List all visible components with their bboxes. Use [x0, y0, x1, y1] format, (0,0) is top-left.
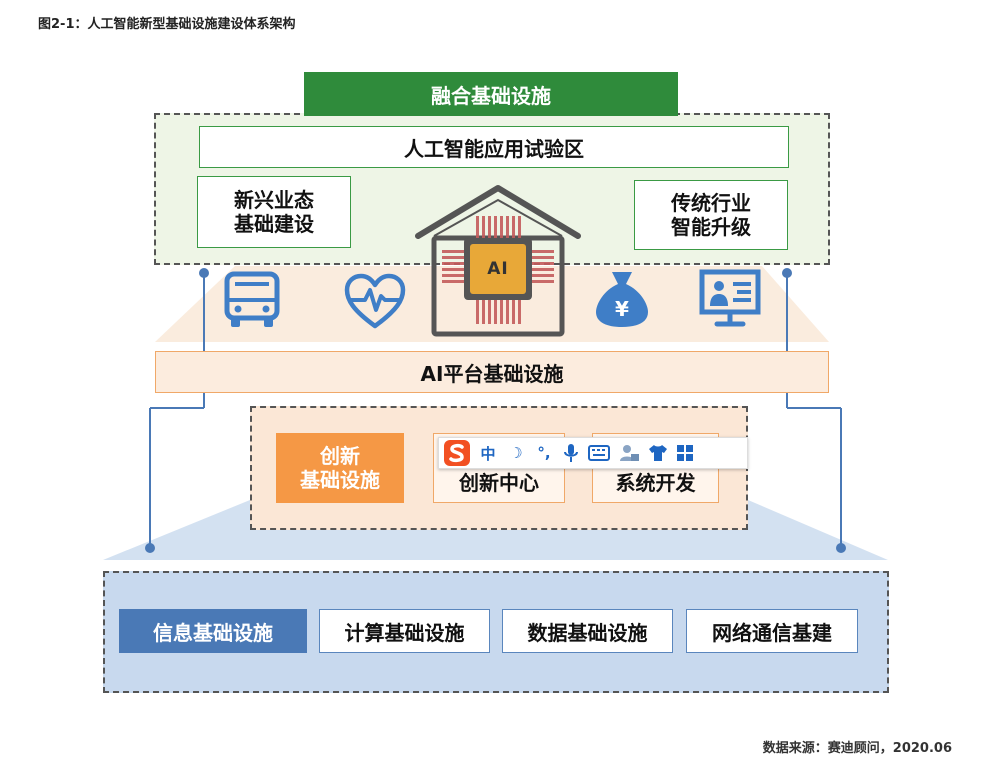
- left-connector-dot-bottom: [145, 543, 155, 553]
- data-infra-box: 数据基础设施: [502, 609, 673, 653]
- ai-pilot-zone-box: 人工智能应用试验区: [199, 126, 789, 168]
- sogou-s-icon[interactable]: [443, 439, 471, 467]
- fusion-infra-header: 融合基础设施: [304, 72, 678, 116]
- ime-half-width[interactable]: ☽: [509, 444, 523, 462]
- user-icon[interactable]: [617, 442, 641, 464]
- innovation-infra-line1: 创新: [320, 444, 360, 468]
- bus-icon: [224, 271, 280, 327]
- shirt-icon[interactable]: [647, 442, 669, 464]
- new-business-line2: 基础建设: [234, 212, 314, 236]
- ai-platform-infra-bar: AI平台基础设施: [155, 351, 829, 393]
- right-connector-dot-top: [782, 268, 792, 278]
- keyboard-icon[interactable]: [587, 443, 611, 463]
- traditional-upgrade-box: 传统行业 智能升级: [634, 180, 788, 250]
- microphone-icon[interactable]: [561, 442, 581, 464]
- left-connector-dot-top: [199, 268, 209, 278]
- ime-chinese-mode[interactable]: 中: [480, 444, 496, 463]
- ime-toolbar[interactable]: 中 ☽ °,: [438, 437, 748, 469]
- heart-pulse-icon: [344, 273, 406, 329]
- innovation-infra-box: 创新 基础设施: [276, 433, 404, 503]
- ai-chip-label: AI: [487, 259, 509, 279]
- info-infra-box: 信息基础设施: [119, 609, 307, 653]
- traditional-upgrade-line2: 智能升级: [671, 215, 751, 239]
- peach-funnel-shape: [155, 266, 829, 342]
- traditional-upgrade-line1: 传统行业: [671, 191, 751, 215]
- data-source-note: 数据来源：赛迪顾问，2020.06: [762, 741, 952, 756]
- grid-icon[interactable]: [675, 443, 695, 463]
- right-connector-dot-bottom: [836, 543, 846, 553]
- ime-punctuation[interactable]: °,: [537, 444, 551, 462]
- money-symbol: ¥: [615, 297, 629, 321]
- new-business-line1: 新兴业态: [234, 188, 314, 212]
- presentation-screen-icon: [699, 269, 761, 327]
- compute-infra-box: 计算基础设施: [319, 609, 490, 653]
- figure-title: 图2-1：人工智能新型基础设施建设体系架构: [38, 17, 296, 32]
- house-ai-chip-icon: [415, 185, 581, 337]
- new-business-box: 新兴业态 基础建设: [197, 176, 351, 248]
- innovation-infra-line2: 基础设施: [300, 468, 380, 492]
- money-bag-icon: [596, 272, 648, 327]
- network-infra-box: 网络通信基建: [686, 609, 858, 653]
